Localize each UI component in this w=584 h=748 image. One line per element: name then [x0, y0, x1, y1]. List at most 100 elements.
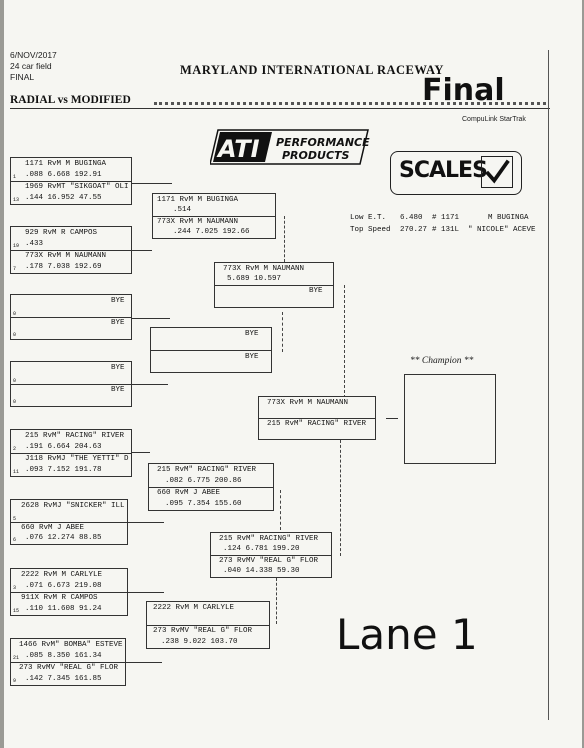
seed: 1	[13, 174, 17, 180]
final-bot-lane: 215 RvM" RACING" RIVER	[259, 419, 375, 439]
race-date: 6/NOV/2017	[10, 50, 57, 60]
run-data: .178 7.038 192.69	[25, 263, 102, 271]
r3-pair-2: 215 RvM" RACING" RIVER .124 6.781 199.20…	[210, 532, 332, 578]
lane-handwritten: Lane 1	[336, 610, 478, 659]
scales-stamp: SCALES	[390, 151, 522, 195]
connector	[276, 578, 277, 624]
entry-line: 215 RvM" RACING" RIVER	[157, 466, 257, 474]
entry-line: 929 RvM R CAMPOS	[25, 229, 98, 237]
r3-p2-top-lane: 215 RvM" RACING" RIVER .124 6.781 199.20	[211, 533, 331, 556]
entry-line: 773X RvM M NAUMANN	[223, 265, 305, 273]
final-top-lane: 773X RvM M NAUMANN	[259, 397, 375, 419]
r2-pair-2: BYE BYE	[150, 327, 272, 373]
ati-mark: ATI	[216, 135, 260, 163]
entry-line: BYE	[111, 364, 125, 372]
run-data: .040 14.338 59.30	[223, 567, 300, 575]
seed: 21	[13, 655, 20, 661]
r1-p6-top-lane: 2628 RvMJ "SNICKER" ILL 5	[11, 500, 127, 523]
connector	[128, 522, 164, 523]
r2-p3-top-lane: 215 RvM" RACING" RIVER .082 6.775 200.86	[149, 464, 273, 488]
r1-p6-bot-lane: 660 RvM J ABEE 6 .076 12.274 88.85	[11, 523, 127, 544]
r1-p2-bot-lane: 773X RvM M NAUMANN 7 .178 7.038 192.69	[11, 251, 131, 273]
entry-line: 273 RvMV "REAL G" FLOR	[153, 627, 253, 635]
r1-pair-8: 1466 RvM" BOMBA" ESTEVE 21 .085 8.350 16…	[10, 638, 126, 686]
r2-pair-1: 1171 RvM M BUGINGA .514 773X RvM M NAUMA…	[152, 193, 276, 239]
r1-p5-top-lane: 215 RvM" RACING" RIVER 2 .191 6.664 204.…	[11, 430, 131, 454]
run-data: .085 8.350 161.34	[25, 652, 102, 660]
r1-pair-1: 1171 RvM M BUGINGA 1 .088 6.668 192.91 1…	[10, 157, 132, 205]
connector	[132, 452, 150, 453]
r1-p8-top-lane: 1466 RvM" BOMBA" ESTEVE 21 .085 8.350 16…	[11, 639, 125, 663]
connector	[340, 440, 341, 556]
r1-p4-bot-lane: BYE 0	[11, 385, 131, 406]
low-et-value: 6.480	[400, 214, 423, 222]
system-name: CompuLink StarTrak	[462, 116, 526, 123]
top-speed-car: # 131L	[432, 226, 460, 234]
ati-logo: ATI PERFORMANCE PRODUCTS	[210, 129, 370, 165]
r1-p5-bot-lane: J118 RvMJ "THE YETTI" D 11 .093 7.152 19…	[11, 454, 131, 476]
ladder-sheet: 6/NOV/2017 24 car field FINAL MARYLAND I…	[4, 0, 582, 748]
connector	[132, 384, 168, 385]
run-data: .071 6.673 219.08	[25, 582, 102, 590]
entry-line: 1466 RvM" BOMBA" ESTEVE	[19, 641, 123, 649]
entry-line: BYE	[245, 330, 259, 338]
run-data: .124 6.781 199.20	[223, 545, 300, 553]
r2-pair-3: 215 RvM" RACING" RIVER .082 6.775 200.86…	[148, 463, 274, 511]
low-et-car: # 1171	[432, 214, 460, 222]
connector	[128, 592, 164, 593]
low-et-label: Low E.T.	[350, 214, 387, 222]
seed: 19	[13, 243, 20, 249]
r2-p2-top-lane: BYE	[151, 328, 271, 351]
r1-pair-7: 2222 RvM M CARLYLE 3 .071 6.673 219.08 9…	[10, 568, 128, 616]
r3-p2-bot-lane: 273 RvMV "REAL G" FLOR .040 14.338 59.30	[211, 556, 331, 577]
track-name: MARYLAND INTERNATIONAL RACEWAY	[180, 63, 444, 77]
entry-line: 2628 RvMJ "SNICKER" ILL	[21, 502, 125, 510]
final-handwritten: Final	[422, 73, 505, 108]
run-data: 5.689 10.597	[227, 275, 282, 283]
connector	[132, 318, 170, 319]
connector	[280, 490, 281, 530]
seed: 0	[13, 332, 17, 338]
run-data: .191 6.664 204.63	[25, 443, 102, 451]
top-speed-driver: " NICOLE" ACEVE	[468, 226, 536, 234]
r2-p2-bot-lane: BYE	[151, 351, 271, 372]
run-data: .076 12.274 88.85	[25, 534, 102, 542]
seed: 13	[13, 197, 20, 203]
margin-rule	[548, 50, 549, 720]
entry-line: 2222 RvM M CARLYLE	[153, 604, 235, 612]
final-pair: 773X RvM M NAUMANN 215 RvM" RACING" RIVE…	[258, 396, 376, 440]
entry-line: 773X RvM M NAUMANN	[25, 252, 107, 260]
entry-line: 911X RvM R CAMPOS	[21, 594, 98, 602]
entry-line: 773X RvM M NAUMANN	[267, 399, 349, 407]
champion-box	[404, 374, 496, 464]
entry-line: 273 RvMV "REAL G" FLOR	[19, 664, 119, 672]
run-data: .238 9.022 103.70	[161, 638, 238, 646]
entry-line: 660 RvM J ABEE	[21, 524, 85, 532]
check-icon	[485, 159, 510, 184]
connector	[282, 312, 283, 352]
entry-line: 215 RvM" RACING" RIVER	[25, 432, 125, 440]
r1-p4-top-lane: BYE 0	[11, 362, 131, 385]
run-data: .093 7.152 191.78	[25, 466, 102, 474]
connector	[132, 250, 152, 251]
r1-pair-2: 929 RvM R CAMPOS 19 .433 773X RvM M NAUM…	[10, 226, 132, 274]
seed: 6	[13, 537, 17, 543]
top-speed-value: 270.27	[400, 226, 428, 234]
entry-line: 2222 RvM M CARLYLE	[21, 571, 103, 579]
r1-p7-top-lane: 2222 RvM M CARLYLE 3 .071 6.673 219.08	[11, 569, 127, 593]
r1-p7-bot-lane: 911X RvM R CAMPOS 15 .110 11.608 91.24	[11, 593, 127, 615]
connector	[276, 216, 285, 262]
r1-pair-4: BYE 0 BYE 0	[10, 361, 132, 407]
run-data: .082 6.775 200.86	[165, 477, 242, 485]
r2-p1-bot-lane: 773X RvM M NAUMANN .244 7.025 192.66	[153, 217, 275, 238]
r2-p1-top-lane: 1171 RvM M BUGINGA .514	[153, 194, 275, 217]
run-data: .110 11.608 91.24	[25, 605, 102, 613]
seed: 9	[13, 678, 17, 684]
top-speed-label: Top Speed	[350, 226, 391, 234]
round-name: FINAL	[10, 72, 35, 82]
entry-line: 215 RvM" RACING" RIVER	[219, 535, 319, 543]
champion-label: ** Champion **	[410, 356, 474, 366]
entry-line: BYE	[309, 287, 323, 295]
entry-line: BYE	[111, 319, 125, 327]
run-data: .144 16.952 47.55	[25, 194, 102, 202]
